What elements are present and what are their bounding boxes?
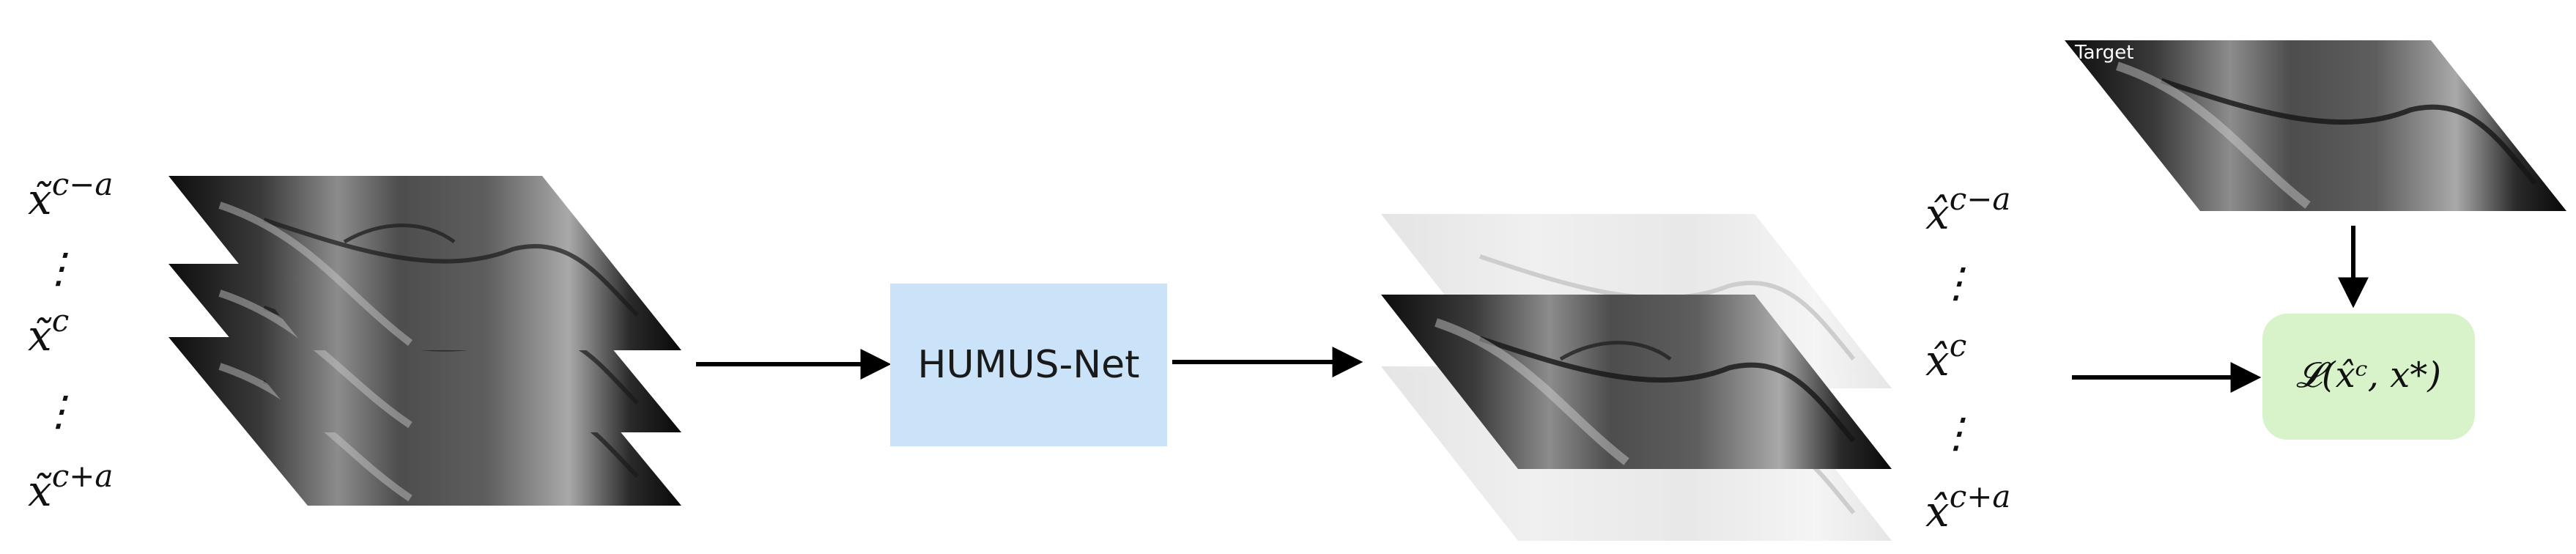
input-label-mid: x̃c <box>28 303 69 361</box>
input-slice-top <box>169 176 681 350</box>
input-labels: x̃c−a ⋮ x̃c ⋮ x̃c+a <box>28 166 113 516</box>
input-dots-1: ⋮ <box>38 245 79 292</box>
output-label-mid: x̂c <box>1925 328 1966 385</box>
input-slice-stack <box>169 176 681 506</box>
output-dots-1: ⋮ <box>1936 259 1977 307</box>
loss-box: 𝓛(x̂ᶜ, x*) <box>2262 314 2475 440</box>
loss-label: 𝓛(x̂ᶜ, x*) <box>2296 355 2441 396</box>
model-label: HUMUS-Net <box>917 343 1139 387</box>
target-slice: Target <box>2065 40 2566 211</box>
output-slice-stack <box>1381 214 1892 541</box>
input-label-top: x̃c−a <box>28 166 113 224</box>
model-box: HUMUS-Net <box>890 284 1167 446</box>
output-label-top: x̂c−a <box>1925 181 2010 239</box>
input-label-bot: x̃c+a <box>28 458 113 516</box>
output-slice-center <box>1381 295 1892 469</box>
output-dots-2: ⋮ <box>1936 410 1977 457</box>
target-label: Target <box>2074 42 2133 64</box>
output-label-bot: x̂c+a <box>1925 479 2010 536</box>
output-labels: x̂c−a ⋮ x̂c ⋮ x̂c+a <box>1925 181 2010 536</box>
input-dots-2: ⋮ <box>38 388 79 435</box>
